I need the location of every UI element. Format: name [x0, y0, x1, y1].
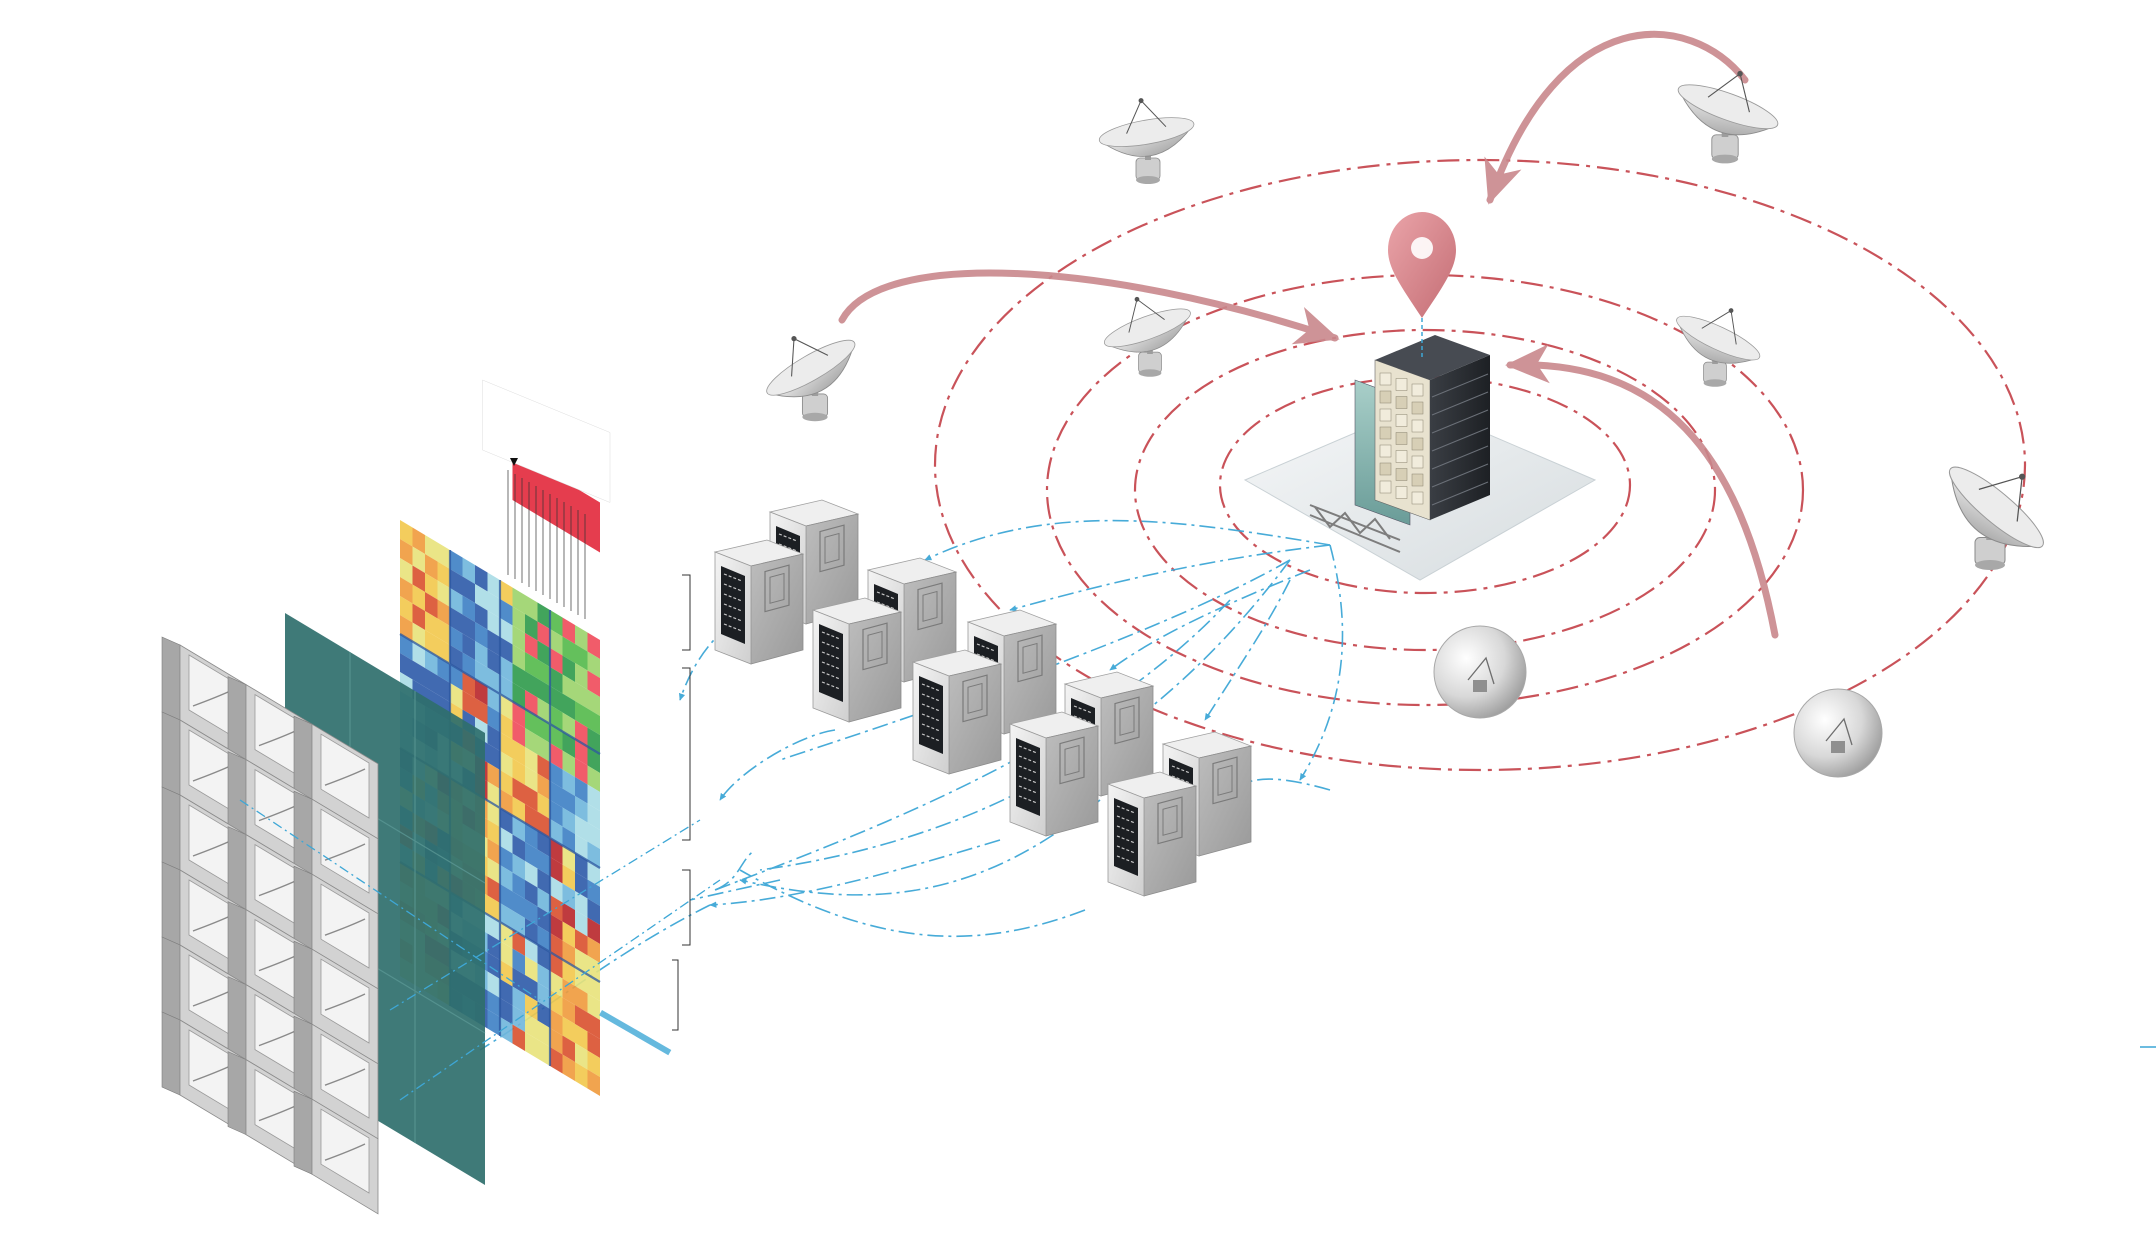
link-12	[1224, 778, 1331, 801]
server-racks	[713, 499, 1253, 897]
building-floors	[1379, 372, 1489, 506]
satellite-dish-icon	[766, 336, 856, 422]
arrow-left	[838, 269, 1340, 345]
server-rack-icon	[1008, 711, 1100, 837]
orbit-ring-middle	[1133, 328, 1717, 652]
satellite-dish-icon	[1677, 70, 1779, 164]
radome-icon	[1793, 688, 1883, 778]
hub	[1243, 212, 1597, 581]
link-3	[1109, 569, 1311, 671]
facade-frame-icon	[293, 715, 379, 840]
truss-icon	[1309, 504, 1401, 553]
annotation-brackets	[672, 574, 691, 1031]
radome-icon	[1433, 625, 1527, 719]
server-rack-icon	[911, 649, 1003, 775]
link-13	[719, 729, 836, 801]
orbit-ring-inner	[1218, 375, 1632, 595]
orbit-rings	[933, 158, 2027, 772]
orbit-ring-outer	[1045, 273, 1805, 707]
incoming-arrows	[838, 30, 1779, 639]
server-rack-icon	[1106, 771, 1198, 897]
satellite-dishes	[766, 70, 2044, 778]
link-4	[1204, 579, 1291, 721]
link-5	[1299, 544, 1344, 781]
satellite-dish-icon	[1103, 296, 1191, 377]
satellite-dish-icon	[1098, 98, 1195, 184]
link-9	[739, 799, 1101, 896]
facade-frame-icon	[293, 790, 379, 915]
location-pin-icon	[1388, 212, 1456, 318]
link-10	[709, 839, 1001, 908]
server-rack-icon	[811, 597, 903, 723]
facade-frame	[161, 636, 379, 1215]
server-rack-icon	[713, 539, 805, 665]
legend-swatch	[598, 1010, 672, 1056]
alignment-lines	[239, 799, 721, 1101]
orbit-ring-outermost	[933, 158, 2027, 772]
satellite-dish-icon	[1948, 466, 2044, 570]
arrow-top-right	[1484, 30, 1749, 205]
facade-frame-icon	[293, 940, 379, 1065]
link-1	[924, 519, 1331, 561]
layered-panels	[161, 379, 721, 1215]
data-links	[479, 519, 2156, 1051]
link-2	[1009, 544, 1331, 612]
link-11	[739, 869, 1086, 938]
satellite-dish-icon	[1676, 308, 1761, 387]
facade-frame-icon	[293, 1015, 379, 1140]
facade-frame-icon	[293, 1090, 379, 1215]
data-center-building-icon	[1354, 335, 1490, 526]
link-6	[779, 559, 1291, 761]
link-8	[714, 599, 1231, 891]
link-15	[714, 849, 756, 891]
link-17	[689, 879, 781, 901]
arrow-right	[1505, 344, 1779, 639]
